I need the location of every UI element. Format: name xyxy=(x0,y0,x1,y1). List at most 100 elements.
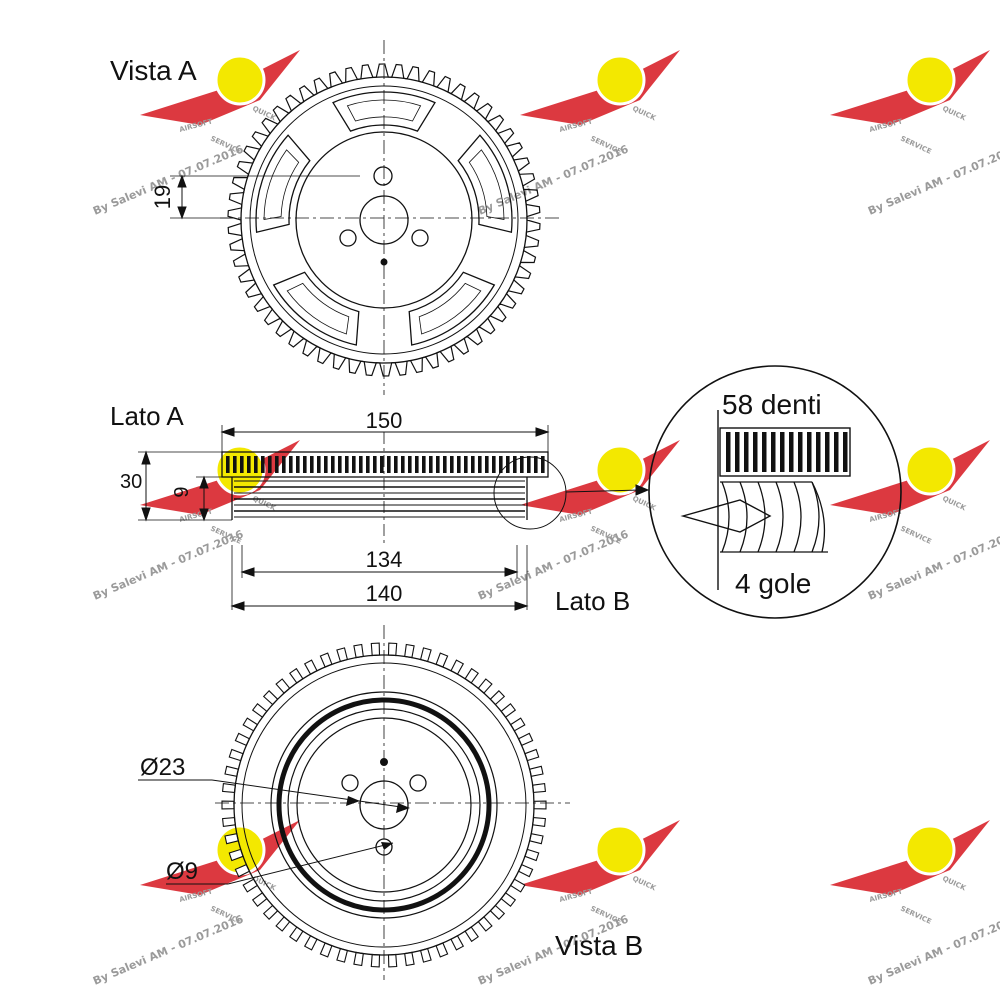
dimension-arrowhead xyxy=(177,174,187,188)
detail-groove-curve xyxy=(775,481,784,553)
tone-ring-tooth xyxy=(404,643,415,659)
detail-circle xyxy=(648,365,902,619)
spoke-window-inner xyxy=(263,149,300,220)
side-tooth xyxy=(443,456,447,473)
detail-groove-curve xyxy=(739,481,748,553)
watermark-text: By Salevi AM - 07.07.2016 xyxy=(866,527,1000,602)
watermark-badge-side: QUICK xyxy=(251,495,277,513)
spoke-window xyxy=(408,271,496,346)
vista-a-label: Vista A xyxy=(110,55,197,86)
vista-a-bolt-hole-right xyxy=(411,229,429,247)
watermark-badge-bottom: SERVICE xyxy=(899,135,933,156)
side-tooth xyxy=(485,456,489,473)
detail-callout-circle xyxy=(493,456,567,530)
dimension-arrowhead xyxy=(504,567,519,577)
detail-groove-end xyxy=(811,481,826,553)
tone-ring-tooth xyxy=(489,690,506,706)
vista-a-spoke-windows xyxy=(255,91,513,346)
watermark-badge-bottom: SERVICE xyxy=(899,525,933,546)
side-tooth xyxy=(289,456,293,473)
side-tooth xyxy=(380,456,384,473)
dim-9-value: 9 xyxy=(171,486,193,497)
watermark-text: By Salevi AM - 07.07.2016 xyxy=(91,912,246,987)
watermark-wing xyxy=(520,440,680,515)
side-tooth xyxy=(436,456,440,473)
detail-groove-curve xyxy=(793,481,802,553)
watermark-badge xyxy=(904,824,956,876)
side-tooth xyxy=(373,456,377,473)
tone-ring-tooth xyxy=(251,892,268,907)
detail-tooth xyxy=(825,432,830,472)
side-tooth xyxy=(254,456,258,473)
side-tooth xyxy=(415,456,419,473)
side-teeth-band xyxy=(221,451,549,478)
side-tooth xyxy=(296,456,300,473)
detail-grooves xyxy=(680,481,828,553)
side-tooth xyxy=(331,456,335,473)
dimension-arrowhead xyxy=(230,601,245,611)
tone-ring-tooth xyxy=(532,817,547,828)
watermark-badge xyxy=(594,444,646,496)
detail-teeth-count: 58 denti xyxy=(722,389,822,420)
side-tooth xyxy=(240,456,244,473)
dimension-arrowhead xyxy=(199,508,209,522)
tone-ring-tooth xyxy=(529,833,544,845)
side-tooth xyxy=(366,456,370,473)
watermark-wing xyxy=(520,50,680,125)
tone-ring-tooth xyxy=(262,904,279,920)
tone-ring-tooth xyxy=(221,817,236,828)
tone-ring-tooth xyxy=(477,678,493,694)
side-tooth xyxy=(408,456,412,473)
detail-tooth xyxy=(834,432,839,472)
watermark-wing xyxy=(520,820,680,895)
side-tooth xyxy=(422,456,426,473)
dim-9-hole-leader xyxy=(227,842,394,885)
watermark-badge-side: QUICK xyxy=(631,875,657,893)
tone-ring-tooth xyxy=(221,782,236,793)
dimension-arrowhead xyxy=(240,567,255,577)
side-tooth xyxy=(310,456,314,473)
vista-a-view xyxy=(170,40,560,395)
detail-tooth xyxy=(780,432,785,472)
dim-23-arrow-right xyxy=(396,803,410,813)
side-tooth xyxy=(247,456,251,473)
side-tooth xyxy=(541,456,545,473)
side-tooth xyxy=(303,456,307,473)
watermark-badge-side: QUICK xyxy=(941,105,967,123)
side-tooth xyxy=(492,456,496,473)
dim-23-value: Ø23 xyxy=(140,754,185,781)
side-tooth xyxy=(499,456,503,473)
tone-ring-tooth xyxy=(221,800,235,810)
tone-ring-tooth xyxy=(532,782,547,793)
vista-b-view xyxy=(138,625,570,980)
vista-a-bolt-hole-left xyxy=(339,229,357,247)
tone-ring-tooth xyxy=(489,904,506,920)
dim-23-arrow-left xyxy=(346,796,360,806)
watermark-wing xyxy=(140,820,300,895)
detail-leader-arrow xyxy=(635,484,650,496)
watermark-wing xyxy=(140,440,300,515)
tone-ring-tooth xyxy=(353,951,364,967)
spoke-window xyxy=(255,134,311,234)
side-teeth-hatching xyxy=(226,456,545,473)
tone-ring-tooth xyxy=(353,643,364,659)
side-tooth xyxy=(520,456,524,473)
side-tooth xyxy=(387,456,391,473)
watermark-badge-side: QUICK xyxy=(941,495,967,513)
detail-leader-line xyxy=(565,489,641,493)
side-tooth xyxy=(527,456,531,473)
spoke-window xyxy=(457,134,513,234)
dimension-arrowhead xyxy=(199,475,209,489)
side-tooth xyxy=(513,456,517,473)
vista-a-bolt-hole-top xyxy=(373,166,393,186)
spoke-window-inner xyxy=(468,149,505,220)
side-tooth xyxy=(268,456,272,473)
side-tooth xyxy=(450,456,454,473)
side-tooth xyxy=(457,456,461,473)
detail-tooth xyxy=(843,432,848,472)
